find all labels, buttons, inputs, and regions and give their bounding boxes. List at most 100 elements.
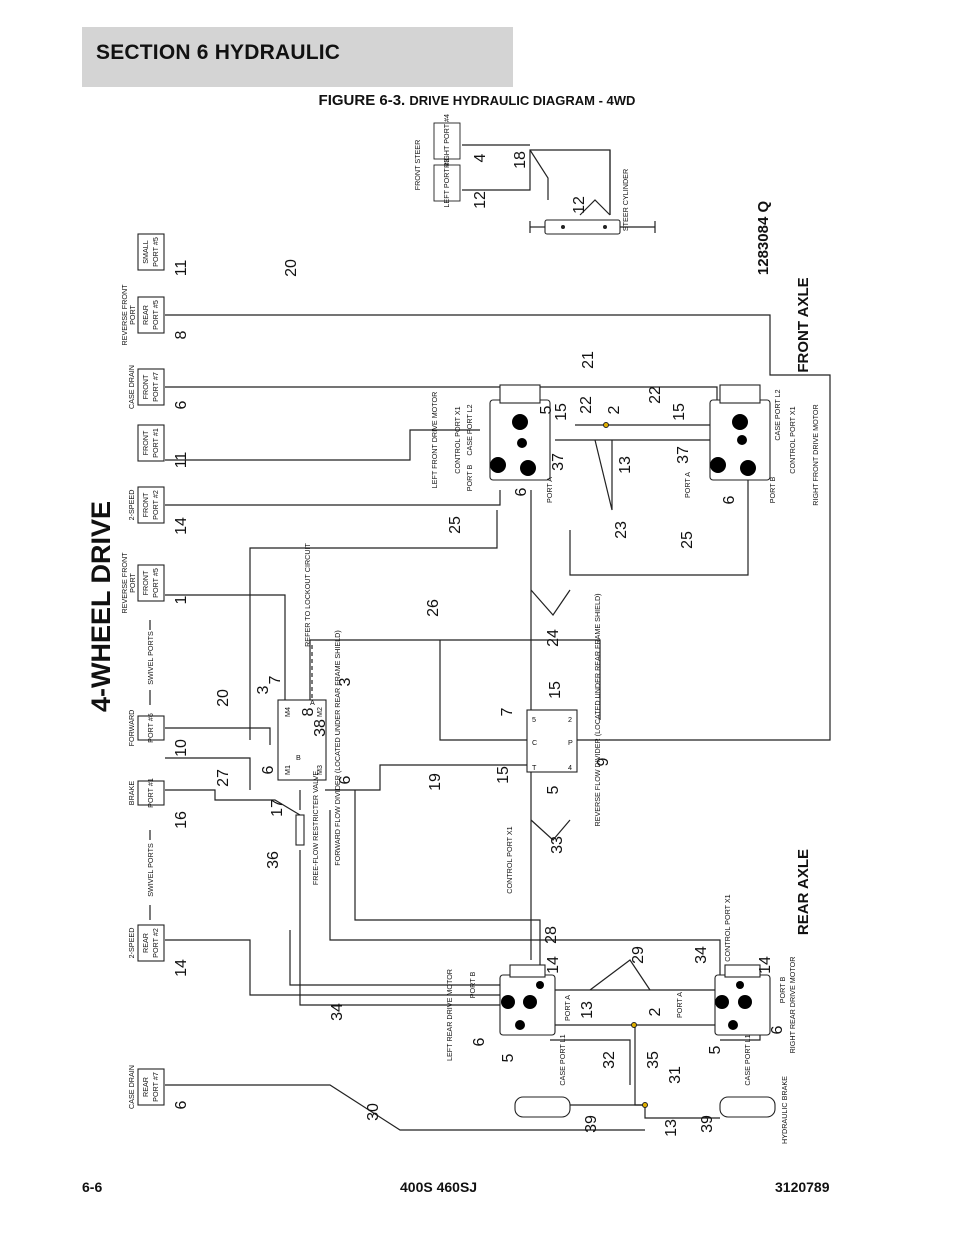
- port-b-rf: PORT B: [768, 477, 777, 504]
- line-14-rear: [165, 939, 510, 996]
- callout-13: 13: [617, 456, 634, 474]
- case-port-l1-rr: CASE PORT L1: [743, 1034, 752, 1085]
- part-number: 1283084 Q: [755, 201, 772, 276]
- callout-20: 20: [283, 259, 300, 277]
- swivel-ports-label-top: SWIVEL PORTS: [146, 631, 155, 685]
- steer-cylinder-label: STEER CYLINDER: [621, 169, 630, 231]
- port-box: [137, 1068, 165, 1106]
- left-front-motor: [489, 384, 551, 481]
- port-header: BRAKE: [127, 781, 136, 806]
- rear-axle-text: REAR AXLE: [795, 849, 812, 935]
- port-box: [137, 924, 165, 962]
- line-26b: [309, 639, 601, 720]
- port-line1: REAR: [141, 305, 150, 325]
- control-port-x1-rr: CONTROL PORT X1: [723, 894, 732, 961]
- port-line2: PORT #7: [151, 1072, 160, 1102]
- svg-text:B: B: [296, 753, 301, 762]
- line-34-right: [329, 810, 721, 975]
- line-20: [165, 314, 831, 741]
- line-6-case-drain: [165, 386, 718, 410]
- callout-28: 28: [543, 926, 560, 944]
- port-box: [137, 368, 165, 406]
- bracket-23: [594, 439, 613, 511]
- callout-15: 15: [547, 681, 564, 699]
- port-line1: SMALL: [141, 240, 150, 264]
- line-16: [165, 789, 301, 816]
- port-b-lf: PORT B: [465, 465, 474, 492]
- port-header: 2-SPEED: [127, 928, 136, 959]
- port-line1: FRONT: [141, 570, 150, 595]
- port-line1: REAR: [141, 933, 150, 953]
- port-line2: PORT #5: [151, 568, 160, 598]
- port-b-rr: PORT B: [778, 977, 787, 1004]
- callout-18: 18: [512, 151, 529, 169]
- callout-36: 36: [265, 851, 282, 869]
- callout-6: 6: [721, 495, 738, 504]
- callout-39: 39: [583, 1115, 600, 1133]
- section-title: SECTION 6 HYDRAULIC: [96, 41, 341, 64]
- port-callout: 14: [173, 959, 190, 977]
- port-line2: PORT #2: [151, 490, 160, 520]
- callout-38: 38: [312, 719, 329, 737]
- left-rear-motor: [499, 964, 556, 1036]
- port-line1: REAR: [141, 1077, 150, 1097]
- svg-text:4: 4: [568, 763, 572, 772]
- line-27: [165, 757, 251, 790]
- port-a-rr: PORT A: [675, 992, 684, 1018]
- svg-text:C: C: [532, 738, 537, 747]
- port-box: [137, 715, 165, 741]
- callout-26: 26: [425, 599, 442, 617]
- port-header: CASE DRAIN: [127, 1065, 136, 1109]
- port-a-lf: PORT A: [545, 477, 554, 503]
- port-callout: 8: [173, 330, 190, 339]
- svg-text:T: T: [532, 763, 537, 772]
- reverse-flow-divider: T C 5 2 P 4: [526, 709, 578, 773]
- port-box: [137, 564, 165, 602]
- steer-left-port-box: [433, 164, 461, 202]
- case-port-l1-lr: CASE PORT L1: [558, 1034, 567, 1085]
- callout-7: 7: [267, 675, 284, 684]
- callout-33: 33: [549, 836, 566, 854]
- swivel-port-port-1: PORT #1 BRAKE 16: [127, 778, 190, 829]
- free-flow-valve: [295, 814, 305, 846]
- svg-text:A: A: [310, 698, 315, 707]
- port-callout: 11: [173, 260, 190, 277]
- callout-25: 25: [679, 531, 696, 549]
- reverse-divider-label: REVERSE FLOW DIVIDER (LOCATED UNDER REAR…: [593, 593, 602, 826]
- front-axle-label: FRONT AXLE: [795, 277, 812, 372]
- port-line2: PORT #1: [151, 428, 160, 458]
- right-brake: [719, 1096, 776, 1118]
- callout-21: 21: [580, 351, 597, 369]
- port-header: 2-SPEED: [127, 490, 136, 521]
- front-axle-text: FRONT AXLE: [795, 277, 812, 372]
- port-callout: 6: [173, 400, 190, 409]
- footer-doc-number: 3120789: [775, 1179, 830, 1195]
- callout-5: 5: [707, 1045, 724, 1054]
- port-header-2: PORT: [128, 304, 137, 324]
- callout-19: 19: [427, 773, 444, 791]
- line-32: [550, 1039, 631, 1085]
- port-callout: 16: [173, 811, 190, 829]
- callout-15: 15: [553, 403, 570, 421]
- callout-30: 30: [365, 1103, 382, 1121]
- svg-text:M1: M1: [283, 765, 292, 775]
- line-11: [165, 429, 480, 461]
- steer-cylinder: [529, 219, 656, 235]
- callout-24: 24: [545, 629, 562, 647]
- port-line2: PORT #2: [151, 928, 160, 958]
- svg-text:M3: M3: [315, 765, 324, 775]
- callout-31: 31: [667, 1066, 684, 1084]
- port-line1: FRONT: [141, 430, 150, 455]
- callout-15: 15: [495, 766, 512, 784]
- control-port-x1-rf: CONTROL PORT X1: [788, 406, 797, 473]
- tee-brake: [642, 1102, 648, 1108]
- port-b-lr: PORT B: [468, 972, 477, 999]
- figure-title: DRIVE HYDRAULIC DIAGRAM - 4WD: [409, 93, 636, 108]
- port-line1: PORT #1: [146, 778, 155, 808]
- steer-left-port-label: LEFT PORT #3: [442, 158, 451, 207]
- port-a-lr: PORT A: [563, 995, 572, 1021]
- front-steer-label: FRONT STEER: [413, 140, 422, 191]
